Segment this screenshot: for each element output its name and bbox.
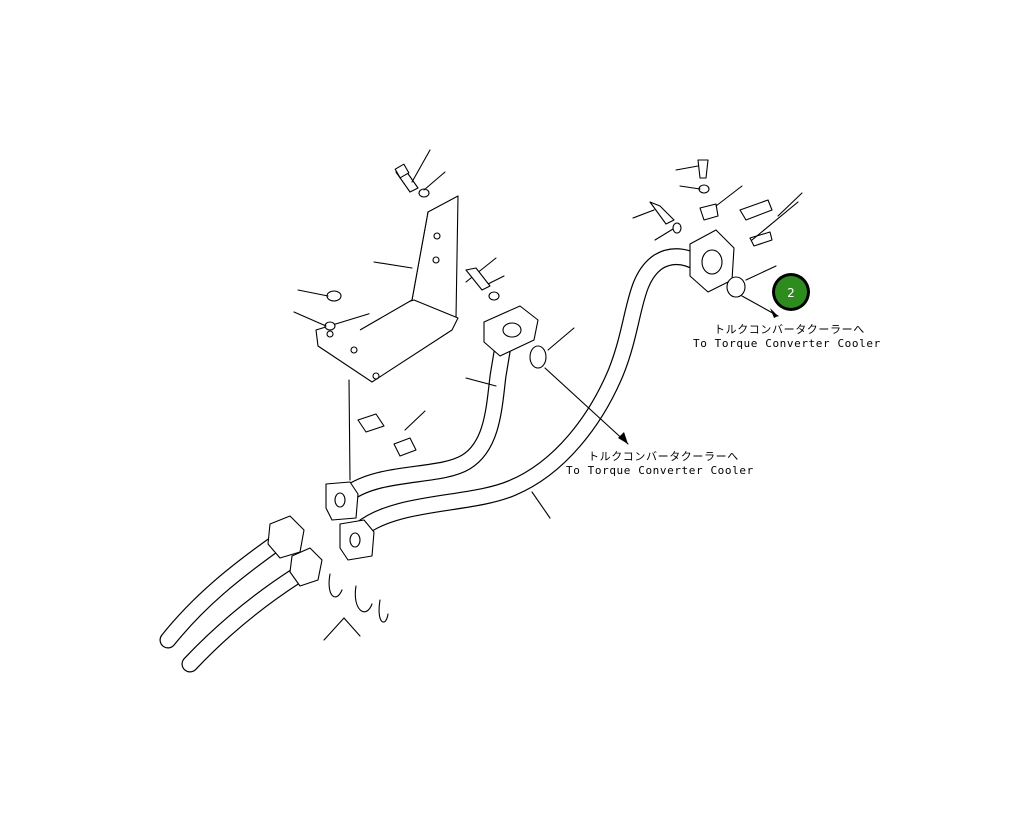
callout-marker[interactable]: 2 [772,273,810,311]
hose-assembly [159,515,389,673]
label-upper-en: To Torque Converter Cooler [693,337,881,350]
clamp-pair [357,413,417,457]
leader-lines-lower [323,617,361,641]
o-ring-middle [529,345,547,369]
callout-number: 2 [787,286,795,300]
callout-fill [775,276,807,308]
bolt-middle [465,267,500,301]
leader-lines-left [293,149,446,481]
flange-upper-right [483,305,539,357]
bolts-right [649,159,773,247]
label-lower-jp: トルクコンバータクーラーへ [588,450,739,463]
mounting-bracket [315,195,459,383]
bolt-top-left [394,163,430,198]
label-upper-jp: トルクコンバータクーラーへ [714,323,865,336]
o-ring-right [726,276,746,298]
arrow-lower [544,367,629,445]
arrow-upper [741,295,779,318]
label-lower-en: To Torque Converter Cooler [566,464,754,477]
pipe-upper [339,331,513,503]
pipe-lower [351,248,709,539]
flange-lower-left [325,481,375,561]
